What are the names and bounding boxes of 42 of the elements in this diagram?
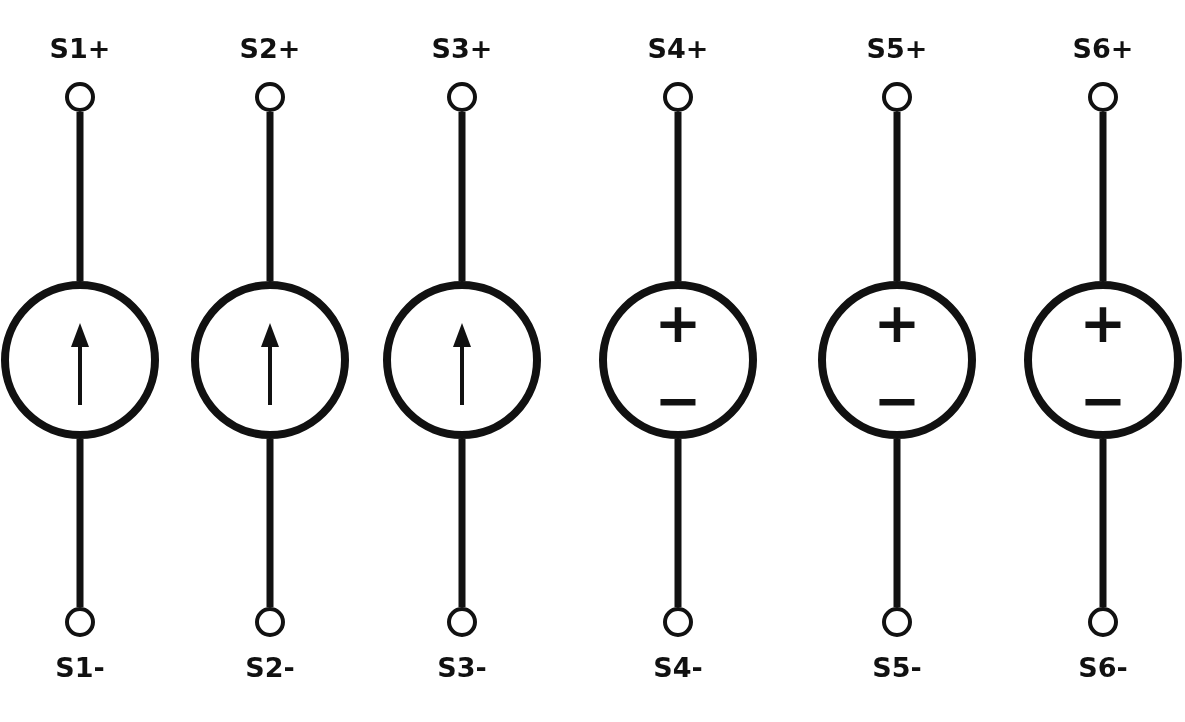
terminal-label: S6- <box>1077 654 1129 681</box>
polarity-sign: + <box>873 295 921 351</box>
terminal-circle <box>663 82 693 112</box>
terminal-label: S5+ <box>865 35 929 62</box>
terminal-circle <box>663 607 693 637</box>
polarity-sign: + <box>1079 295 1127 351</box>
wire <box>893 112 901 281</box>
terminal-label: S6+ <box>1071 35 1135 62</box>
polarity-sign: − <box>873 373 921 429</box>
terminal-label: S3- <box>436 654 488 681</box>
polarity-sign: − <box>1079 373 1127 429</box>
polarity-sign: − <box>654 373 702 429</box>
wire <box>1099 112 1107 281</box>
terminal-circle <box>882 82 912 112</box>
wire <box>1099 439 1107 607</box>
terminal-circle <box>1088 607 1118 637</box>
terminal-circle <box>65 607 95 637</box>
wire <box>458 439 466 607</box>
wire <box>266 112 274 281</box>
terminal-circle <box>255 82 285 112</box>
wire <box>458 112 466 281</box>
terminal-label: S4- <box>652 654 704 681</box>
polarity-sign: + <box>654 295 702 351</box>
terminal-label: S3+ <box>430 35 494 62</box>
terminal-circle <box>882 607 912 637</box>
terminal-circle <box>447 82 477 112</box>
terminal-label: S1+ <box>48 35 112 62</box>
terminal-label: S1- <box>54 654 106 681</box>
wire <box>674 112 682 281</box>
terminal-circle <box>255 607 285 637</box>
wire <box>674 439 682 607</box>
wire <box>76 112 84 281</box>
terminal-label: S2+ <box>238 35 302 62</box>
wire <box>266 439 274 607</box>
terminal-label: S2- <box>244 654 296 681</box>
terminal-label: S5- <box>871 654 923 681</box>
wire <box>76 439 84 607</box>
terminal-circle <box>1088 82 1118 112</box>
terminal-circle <box>447 607 477 637</box>
terminal-label: S4+ <box>646 35 710 62</box>
terminal-circle <box>65 82 95 112</box>
wire <box>893 439 901 607</box>
